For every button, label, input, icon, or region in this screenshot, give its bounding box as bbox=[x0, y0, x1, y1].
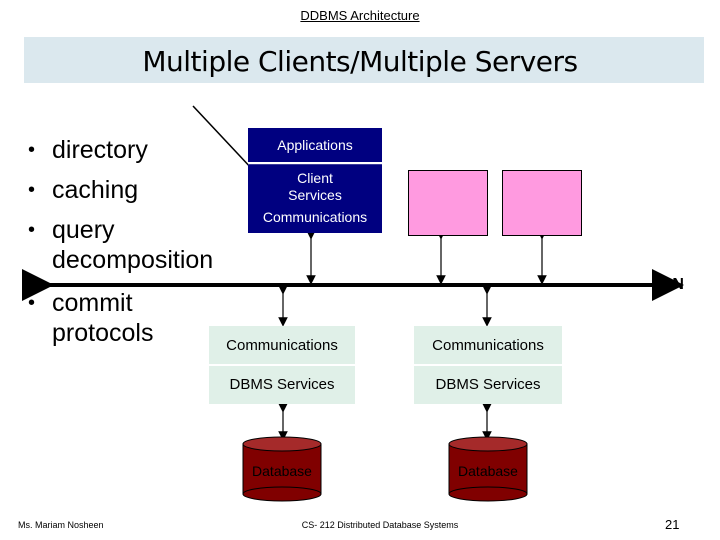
database-label: Database bbox=[458, 463, 518, 479]
footer-course: CS- 212 Distributed Database Systems bbox=[301, 520, 459, 530]
applications-box: Applications bbox=[248, 128, 382, 162]
database-cylinder bbox=[448, 436, 528, 502]
bullet-dot: • bbox=[28, 179, 36, 201]
slide-title: Multiple Clients/Multiple Servers bbox=[142, 45, 578, 78]
client-box bbox=[502, 170, 582, 236]
database-cylinder bbox=[242, 436, 322, 502]
server-dbms-box: DBMS Services bbox=[414, 366, 562, 404]
bullet-dot: • bbox=[28, 292, 36, 314]
lan-label: LAN bbox=[651, 276, 684, 293]
server-communications-box: Communications bbox=[209, 326, 355, 364]
footer-author: Ms. Mariam Nosheen bbox=[18, 520, 104, 530]
database-label: Database bbox=[252, 463, 312, 479]
client-services-box: Client Services Communications bbox=[248, 164, 382, 233]
slide-header: DDBMS Architecture bbox=[300, 8, 420, 23]
page-number: 21 bbox=[665, 517, 680, 532]
bullet-dot: • bbox=[28, 139, 36, 161]
server-dbms-box: DBMS Services bbox=[209, 366, 355, 404]
client-box bbox=[408, 170, 488, 236]
bullet-dot: • bbox=[28, 219, 36, 241]
title-band bbox=[24, 37, 704, 83]
pointer-line bbox=[192, 105, 254, 171]
server-communications-box: Communications bbox=[414, 326, 562, 364]
